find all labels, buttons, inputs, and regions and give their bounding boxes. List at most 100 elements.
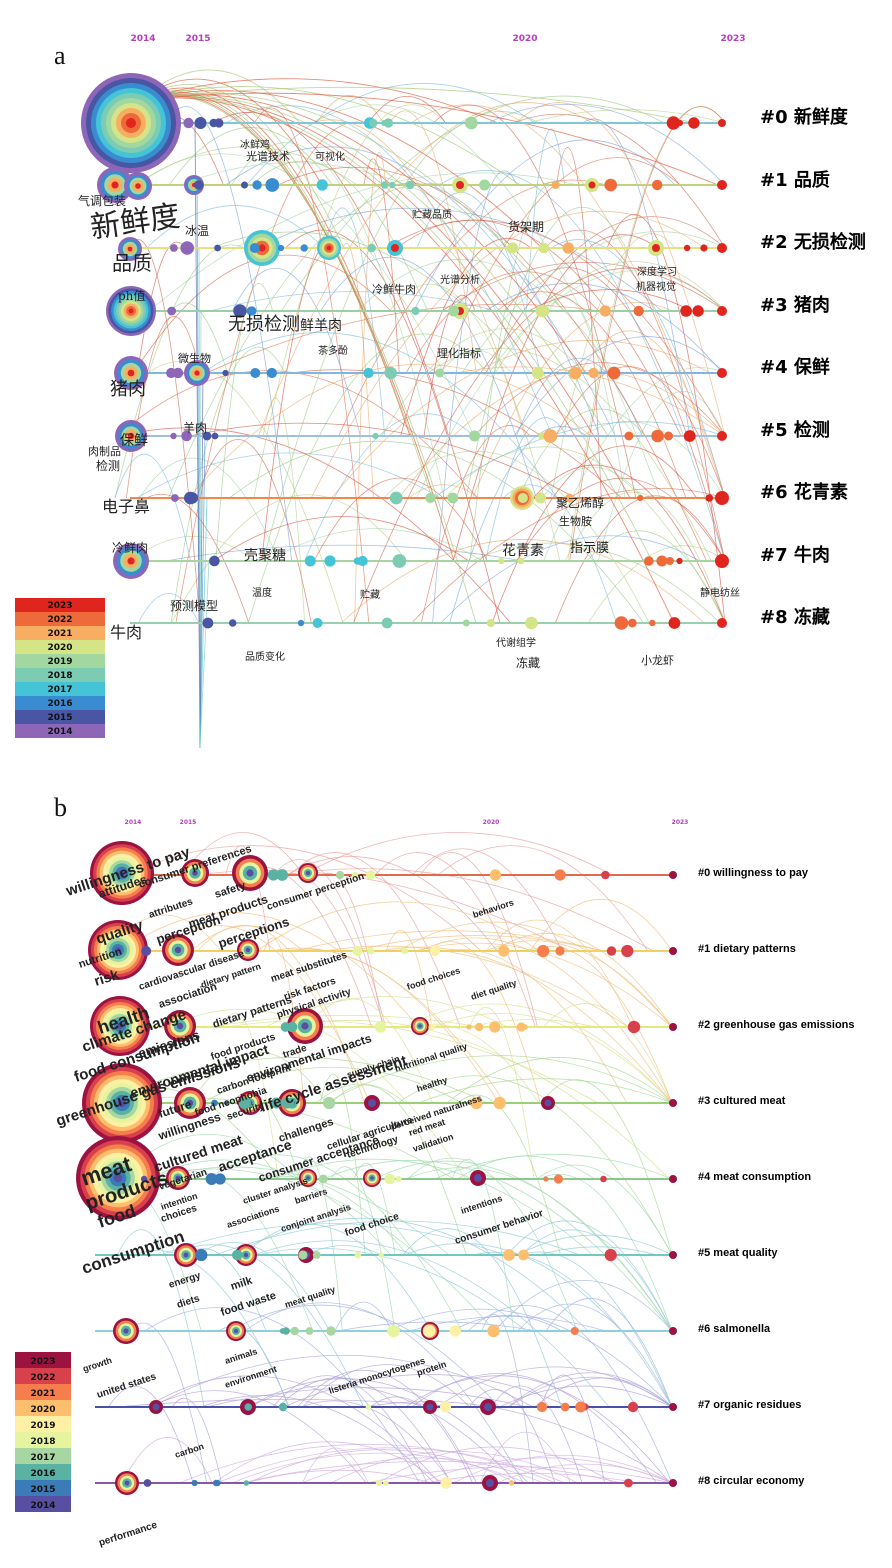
arc-a [516,478,726,562]
arc-a [427,347,712,562]
arc-a [396,219,682,437]
node-a-small [249,243,260,253]
node-a-large [115,420,147,452]
node-a-large [118,237,142,261]
node-a-small [435,368,445,378]
arc-a [405,271,599,374]
keyword-a: 鲜羊肉 [300,318,342,334]
node-b-small [287,1021,298,1033]
arc-a [146,493,250,624]
panel-b-letter: b [54,793,67,822]
node-b-large [181,859,209,887]
cluster-label-a3: #3 猪肉 [760,294,830,316]
panel-a-year-2014: 2014 [130,34,155,44]
keyword-a: 聚乙烯醇 [556,495,604,510]
arc-a [278,166,707,562]
arc-a [354,152,387,624]
arc-a [231,268,361,437]
arc-a [231,142,445,499]
arc-b [285,948,500,1104]
node-a-small [384,366,397,380]
keyword-a: 冷鲜牛肉 [372,282,416,296]
arc-b [534,1377,673,1408]
arc-a [257,102,593,437]
node-a-small [588,367,599,379]
node-a-end [718,119,726,127]
node-a-small [222,369,229,377]
legend-swatch-b [15,1448,71,1464]
node-b-large [113,1318,139,1344]
legend-year-a: 2020 [47,643,72,653]
keyword-a: 气调包装 [78,193,126,208]
legend-year-b: 2014 [30,1501,55,1511]
legend-swatch-a [15,626,105,640]
keyword-b: healthy [416,1075,449,1094]
node-a-end [717,306,727,316]
node-a-end [715,491,729,505]
node-a-small [357,555,368,567]
arc-a [543,367,726,562]
arc-b [273,1158,594,1256]
arc-a [469,181,562,562]
cluster-label-a2: #2 无损检测 [760,231,866,253]
arc-a [268,528,483,562]
arc-a [474,362,726,437]
panel-a-year-2023: 2023 [720,34,745,44]
arc-a [527,109,726,124]
arc-a [411,487,726,624]
node-b-small [600,1175,607,1183]
node-b-small [489,1021,501,1033]
keyword-b: safety [213,879,248,901]
cluster-label-b1: #1 dietary patterns [698,943,796,955]
panel-a-keyword-labels: 新鲜度品质猪肉电子鼻牛肉冷鲜肉检测肉制品保鲜气调包装ph值冰温微生物羊肉预测模型… [78,138,740,670]
legend-year-a: 2016 [47,699,72,709]
node-a-large [124,172,152,200]
panel-a: a 2014 2015 2020 2023 #0 新鲜度 #1 品质 #2 无损… [15,34,866,749]
node-a-small [324,555,336,567]
node-b-small [276,869,289,881]
arc-a [410,104,726,499]
arc-a [606,214,726,624]
node-b-large [226,1321,246,1341]
keyword-b: growth [82,1355,114,1374]
node-b-small [195,1248,208,1262]
legend-swatch-b [15,1496,71,1512]
arc-a [126,316,201,499]
arc-a [320,256,537,499]
arc-b [419,852,538,1028]
node-a-small [266,367,277,379]
node-a-small [405,180,415,190]
node-b-small [449,1325,461,1337]
node-b-small [243,1480,250,1486]
arc-b [467,1305,673,1484]
node-b-small [214,1479,221,1487]
node-b-small [508,1480,515,1486]
arc-a [229,440,645,624]
node-a-small [665,557,674,565]
legend-year-a: 2022 [47,615,72,625]
arc-b [151,1354,534,1408]
node-b-small [278,1402,288,1412]
node-a-small [479,179,490,191]
arc-a [324,207,386,437]
node-b-small [140,1175,148,1183]
node-a-small [383,118,394,128]
arc-a [147,360,344,624]
arc-b [324,945,629,1028]
arc-b [434,1153,673,1180]
node-a-large [97,167,133,203]
arc-a [439,170,726,562]
node-b-small [284,1097,295,1109]
arc-a [136,146,358,186]
keyword-b: performance [98,1520,159,1549]
legend-swatch-a [15,640,105,654]
node-a-small [183,117,194,129]
arc-a [385,219,726,437]
node-b-small [351,871,359,879]
arc-b [161,925,371,1104]
arc-a [148,172,578,312]
arc-b [215,1220,581,1256]
node-a-small [462,619,470,627]
node-a-small [209,118,218,128]
node-a-small [536,304,550,318]
